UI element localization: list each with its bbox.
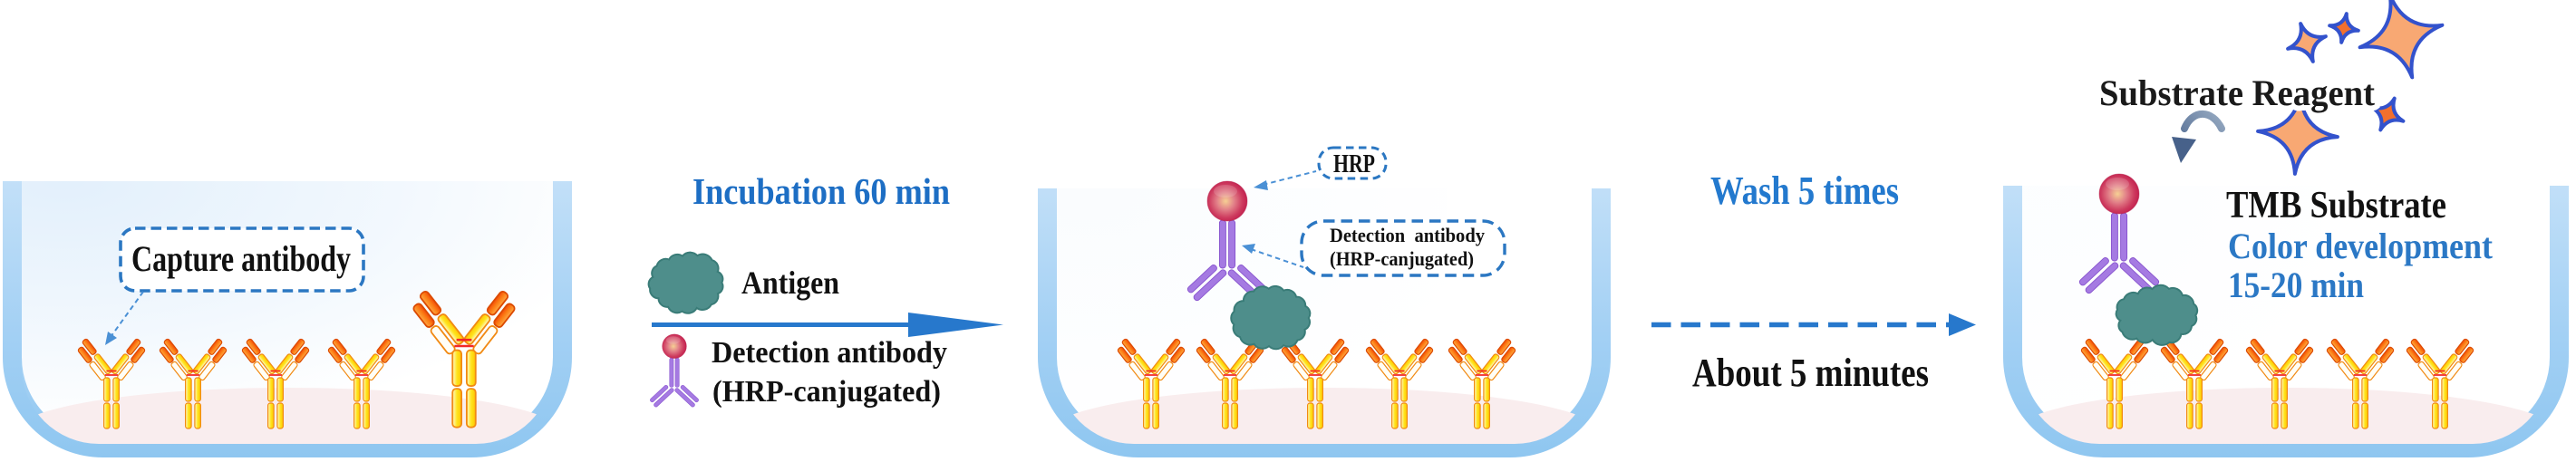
svg-text:Color development: Color development (2228, 226, 2494, 266)
svg-text:Detection antibody: Detection antibody (712, 336, 947, 370)
svg-text:HRP: HRP (1333, 150, 1375, 178)
svg-text:Incubation 60 min: Incubation 60 min (692, 170, 950, 212)
svg-text:Antigen: Antigen (741, 265, 839, 301)
svg-text:(HRP-canjugated): (HRP-canjugated) (1330, 247, 1474, 270)
svg-text:Substrate Reagent: Substrate Reagent (2099, 72, 2376, 113)
svg-text:Capture antibody: Capture antibody (131, 238, 351, 279)
svg-text:(HRP-canjugated): (HRP-canjugated) (712, 375, 941, 409)
svg-text:Wash 5 times: Wash 5 times (1710, 168, 1899, 213)
svg-text:TMB Substrate: TMB Substrate (2226, 185, 2446, 226)
svg-text:15-20 min: 15-20 min (2228, 265, 2364, 305)
svg-text:About 5 minutes: About 5 minutes (1692, 351, 1929, 395)
svg-text:Detection antibody: Detection antibody (1330, 224, 1486, 246)
